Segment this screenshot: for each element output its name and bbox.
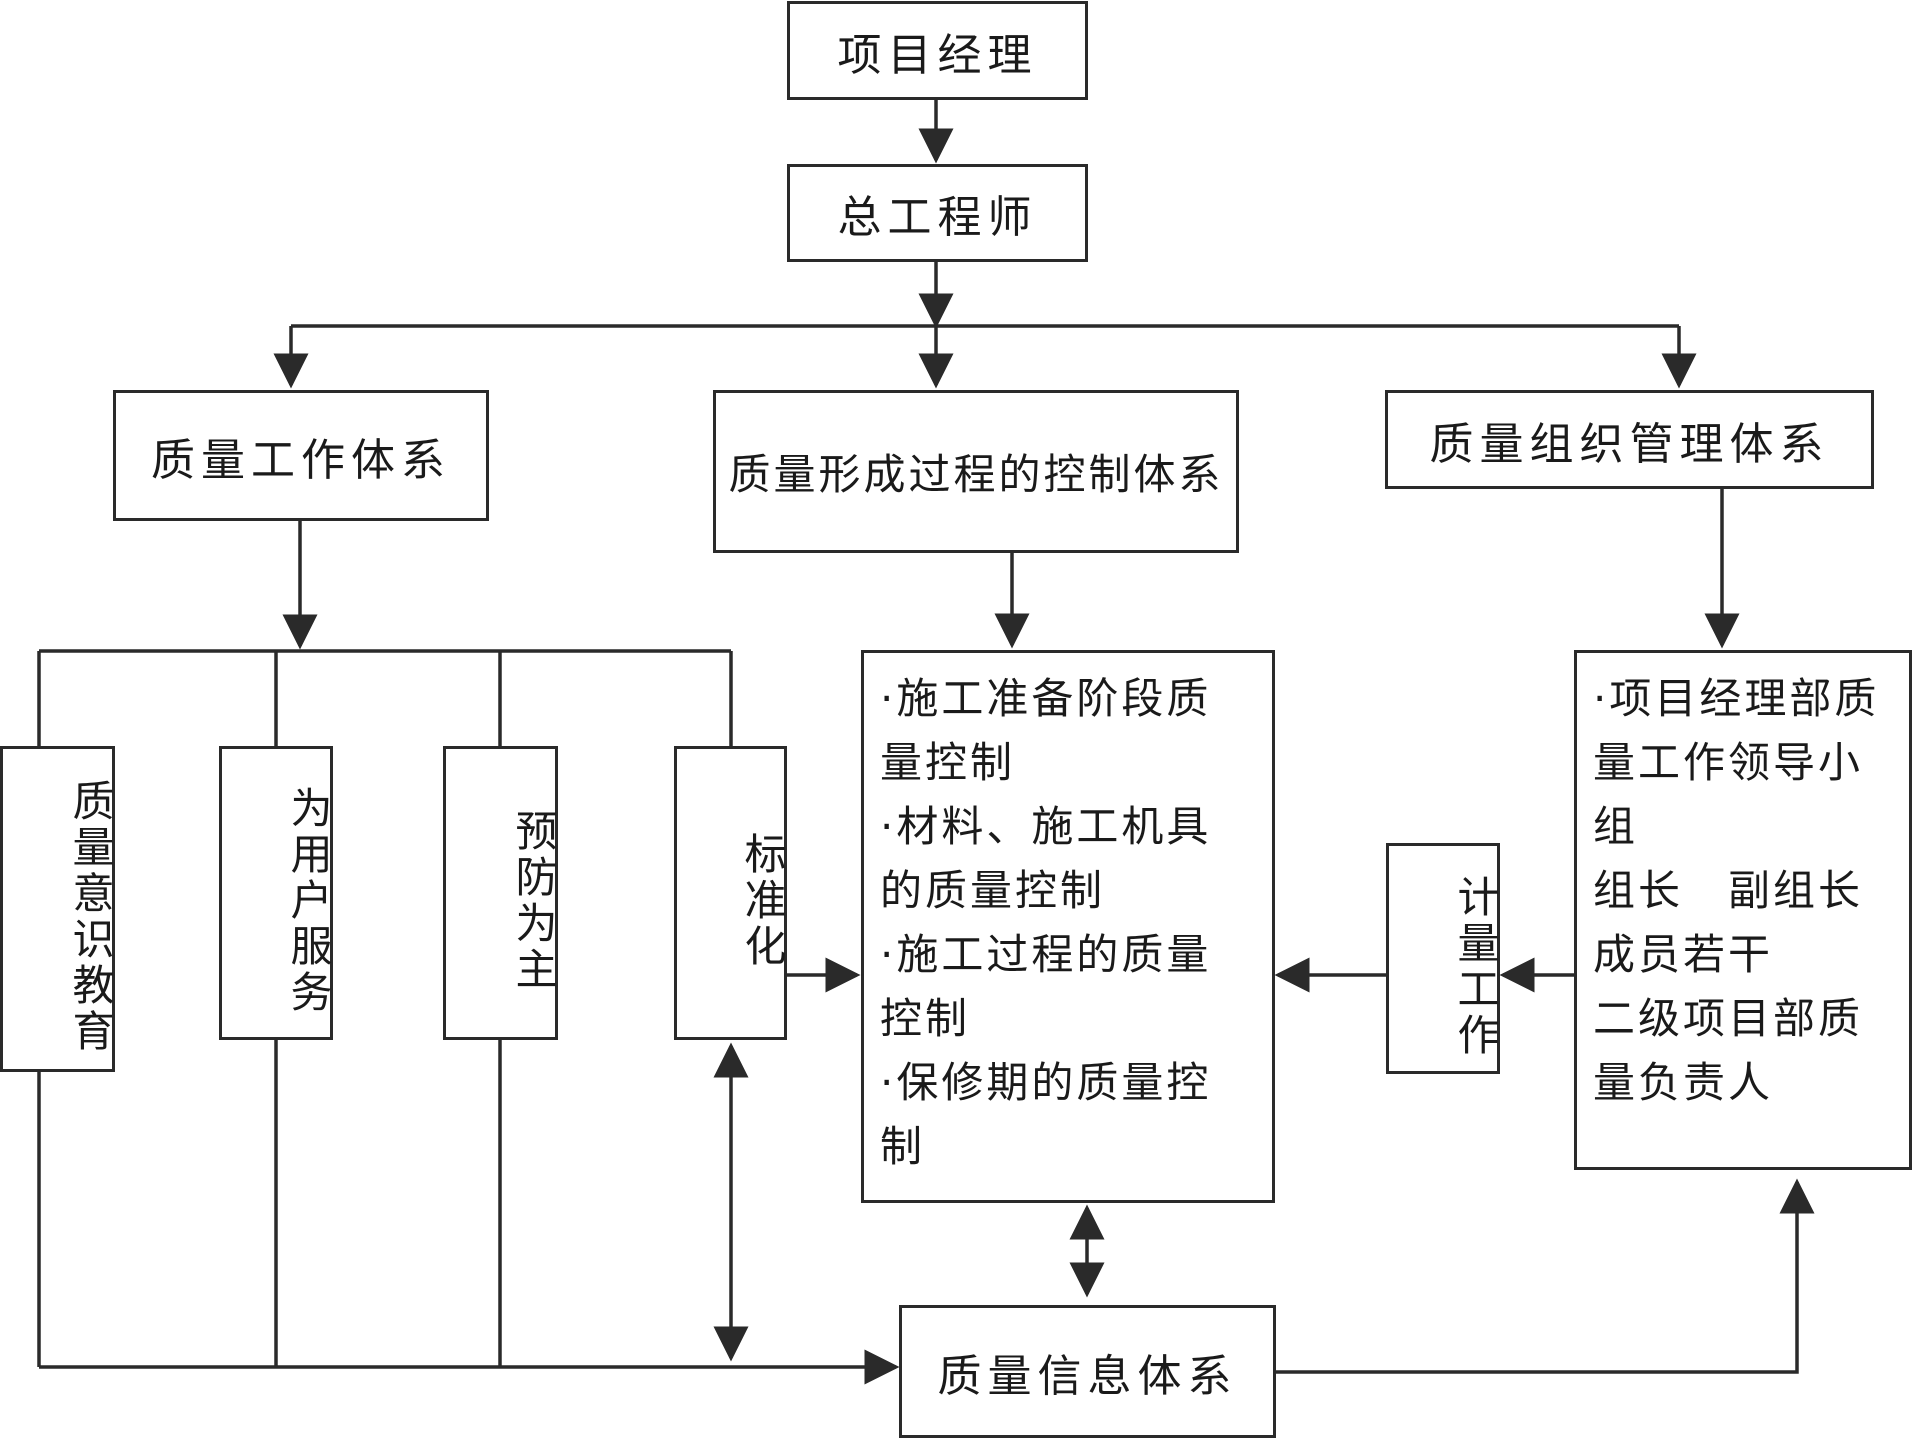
quality-org-items-box: ·项目经理部质 量工作领导小 组 组长 副组长 成员若干 二级项目部质 量负责人 bbox=[1574, 650, 1912, 1170]
prevention-first-label: 预防为主 bbox=[509, 809, 558, 993]
control-item-line: 的质量控制 bbox=[880, 866, 1106, 915]
quality-formation-control-system-label: 质量形成过程的控制体系 bbox=[728, 450, 1224, 499]
serve-users-label: 为用户服务 bbox=[284, 786, 333, 1016]
control-item-line: 制 bbox=[880, 1122, 926, 1171]
quality-org-management-system-box: 质量组织管理体系 bbox=[1385, 390, 1874, 489]
quality-awareness-education-label: 质量意识教育 bbox=[66, 779, 115, 1055]
standardization-box: 标准化 bbox=[674, 746, 787, 1040]
quality-control-items-box: ·施工准备阶段质 量控制 ·材料、施工机具 的质量控制 ·施工过程的质量 控制 … bbox=[861, 650, 1275, 1203]
control-item-line: 量控制 bbox=[880, 738, 1016, 787]
quality-awareness-education-box: 质量意识教育 bbox=[0, 746, 115, 1072]
measurement-work-box: 计量工作 bbox=[1386, 843, 1500, 1074]
org-item-line: 组长 副组长 bbox=[1593, 866, 1864, 915]
project-manager-label: 项目经理 bbox=[837, 29, 1038, 81]
quality-info-system-label: 质量信息体系 bbox=[937, 1350, 1238, 1402]
quality-formation-control-system-box: 质量形成过程的控制体系 bbox=[713, 390, 1239, 553]
arrow-info-system-to-org-items bbox=[1276, 1178, 1815, 1374]
quality-org-management-system-label: 质量组织管理体系 bbox=[1429, 418, 1830, 470]
prevention-first-box: 预防为主 bbox=[443, 746, 558, 1040]
org-item-line: ·项目经理部质 bbox=[1593, 674, 1880, 723]
control-item-line: ·施工准备阶段质 bbox=[880, 674, 1212, 723]
control-item-line: ·材料、施工机具 bbox=[880, 802, 1212, 851]
quality-work-system-label: 质量工作体系 bbox=[151, 434, 451, 486]
standardization-label: 标准化 bbox=[738, 832, 787, 970]
serve-users-box: 为用户服务 bbox=[219, 746, 333, 1040]
control-item-line: 控制 bbox=[880, 994, 971, 1043]
org-item-line: 量负责人 bbox=[1593, 1058, 1774, 1107]
quality-work-system-box: 质量工作体系 bbox=[113, 390, 489, 521]
control-item-line: ·施工过程的质量 bbox=[880, 930, 1212, 979]
measurement-work-label: 计量工作 bbox=[1451, 874, 1500, 1059]
org-item-line: 组 bbox=[1593, 802, 1639, 851]
project-manager-box: 项目经理 bbox=[787, 1, 1088, 100]
org-item-line: 量工作领导小 bbox=[1593, 738, 1864, 787]
chief-engineer-label: 总工程师 bbox=[837, 192, 1038, 243]
control-item-line: ·保修期的质量控 bbox=[880, 1058, 1212, 1107]
chief-engineer-box: 总工程师 bbox=[787, 164, 1088, 262]
org-item-line: 成员若干 bbox=[1593, 930, 1774, 979]
quality-info-system-box: 质量信息体系 bbox=[899, 1305, 1276, 1438]
org-item-line: 二级项目部质 bbox=[1593, 994, 1864, 1043]
